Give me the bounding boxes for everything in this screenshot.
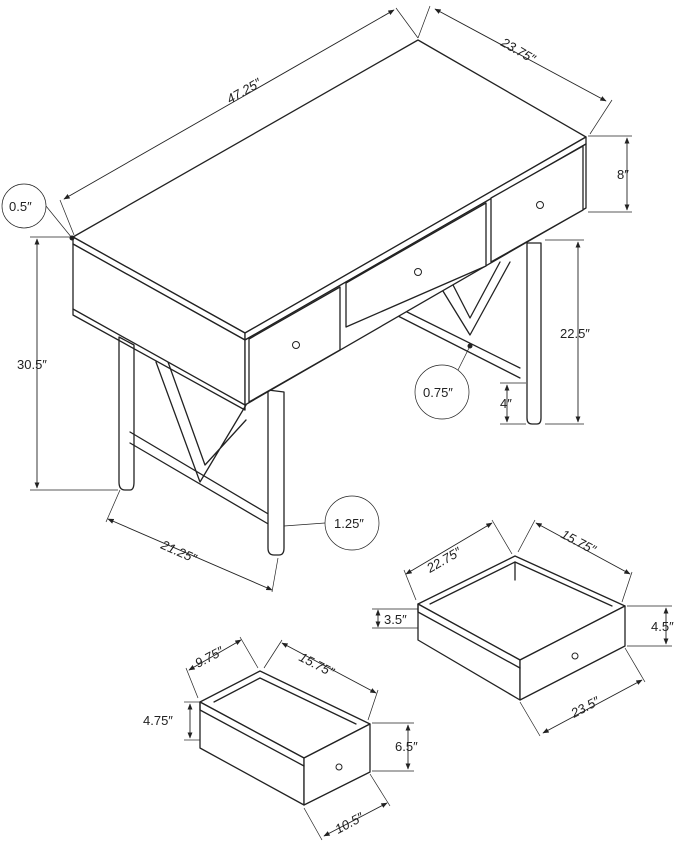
dim-small-drawer-inner-length: 9.75″ (192, 643, 226, 670)
dim-top-thickness: 0.5″ (9, 199, 32, 214)
small-drawer-drawing (199, 670, 371, 806)
back-left-leg (118, 336, 135, 491)
dim-large-drawer-inner-length: 22.75″ (423, 544, 464, 576)
dim-bar-height: 4″ (500, 396, 512, 411)
drawer-knob-right (536, 201, 544, 209)
desk-dimensions: 47.25″ 23.75″ 8″ 0.5″ 30.5″ 22.5″ 0.75″ (1, 5, 632, 593)
side-bottom-bar (129, 431, 271, 526)
dim-desk-depth: 23.75″ (498, 34, 539, 66)
dim-total-height: 30.5″ (17, 357, 47, 372)
dim-large-drawer-inner-width: 15.75″ (559, 526, 599, 557)
dim-large-drawer-front-height: 4.5″ (651, 619, 674, 634)
left-apron-bottom (72, 308, 246, 411)
large-drawer-front (519, 605, 626, 701)
drawer-front-center (345, 202, 487, 328)
drawer-knob-left (292, 341, 300, 349)
front-left-leg (267, 389, 285, 556)
dim-small-drawer-inner-height: 4.75″ (143, 713, 173, 728)
dim-leg-clearance: 22.5″ (560, 326, 590, 341)
desk-drawing (72, 39, 587, 556)
small-drawer-knob (335, 763, 343, 771)
dim-desk-length: 47.25″ (224, 75, 264, 107)
dim-large-drawer-inner-height: 3.5″ (384, 612, 407, 627)
dim-small-drawer-outer-length: 10.5″ (332, 809, 366, 836)
dim-leg-span: 21.25″ (158, 537, 199, 566)
dim-leg-diameter: 1.25″ (334, 516, 364, 531)
small-drawer-inner-back (213, 677, 357, 725)
back-right-leg (526, 242, 542, 425)
dim-large-drawer-outer-length: 23.5″ (567, 693, 602, 721)
side-x-brace (155, 361, 247, 483)
dim-bar-thickness: 0.75″ (423, 385, 453, 400)
dim-drawer-height: 8″ (617, 167, 629, 182)
large-drawer-drawing (417, 555, 626, 701)
large-drawer-knob (571, 652, 579, 660)
dim-small-drawer-inner-width: 15.75″ (297, 649, 337, 679)
rear-x-brace (437, 261, 511, 336)
drawer-knob-center (414, 268, 422, 276)
dim-small-drawer-front-height: 6.5″ (395, 739, 418, 754)
rear-bottom-bar (394, 305, 521, 379)
